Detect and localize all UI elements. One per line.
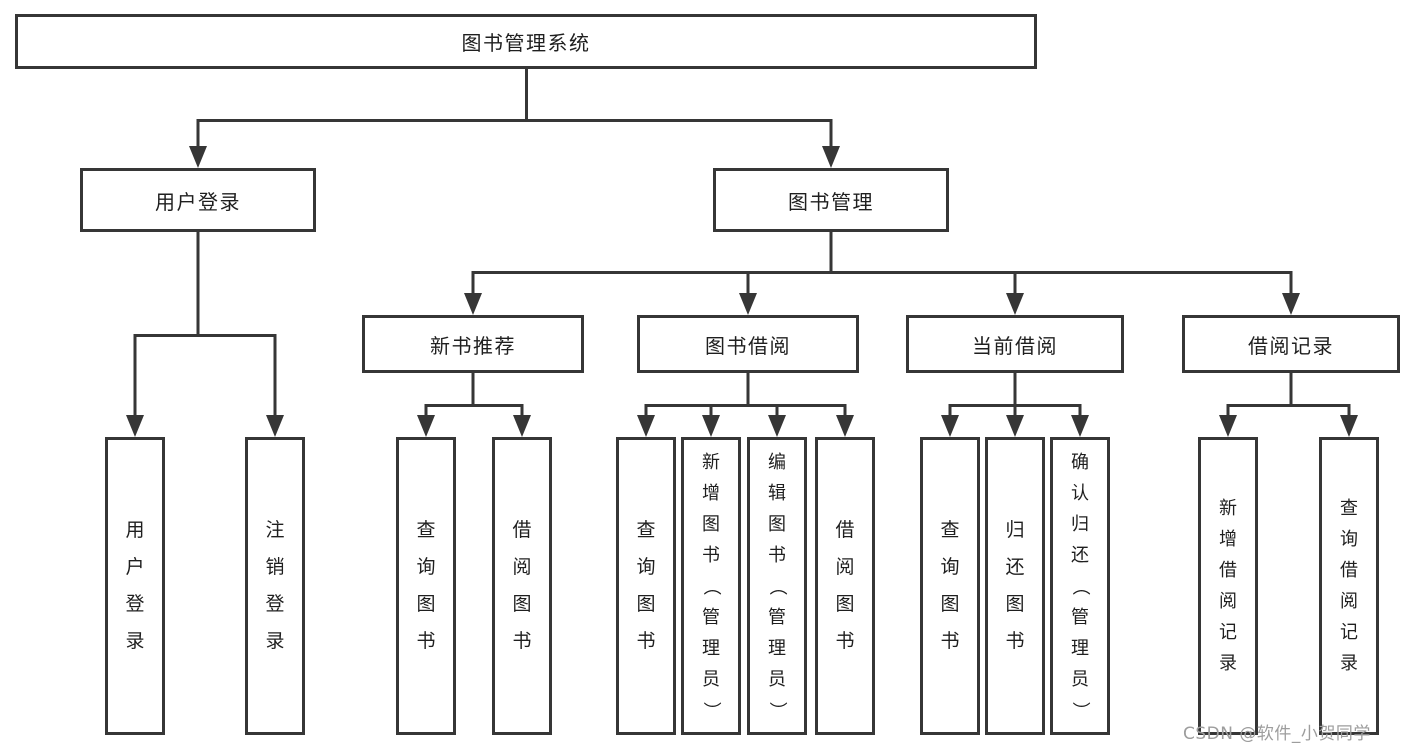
node-current-borrowing: 当前借阅 — [906, 315, 1124, 373]
node-label: 当前借阅 — [972, 333, 1058, 358]
leaf-label-char: 图 — [768, 513, 786, 535]
leaf-label-char: 录 — [125, 630, 145, 652]
leaf-label-char: 书 — [416, 630, 436, 652]
leaf-label-char: 员 — [702, 668, 720, 690]
leaf-label-char: 询 — [940, 556, 960, 578]
leaf-label-char: ） — [766, 701, 788, 719]
leaf-label-char: 登 — [265, 593, 285, 615]
leaf-label-char: 录 — [1340, 653, 1358, 674]
leaf-label-char: 理 — [768, 637, 786, 659]
node-label: 图书借阅 — [705, 333, 791, 358]
leaf-label-char: 还 — [1005, 556, 1025, 578]
node-book-management: 图书管理 — [713, 168, 949, 232]
leaf-label-char: 用 — [125, 519, 145, 541]
leaf-label-char: 书 — [835, 630, 855, 652]
leaf-label-char: 询 — [416, 556, 436, 578]
leaf-label-char: ） — [1069, 701, 1091, 719]
watermark: CSDN @软件_小贺同学 — [1183, 724, 1371, 744]
leaf-label-char: 查 — [940, 519, 960, 541]
leaf-label-char: 认 — [1071, 482, 1089, 504]
leaf-borrow-books-borrowing: 借阅图书 — [815, 437, 875, 735]
leaf-label-char: 确 — [1071, 451, 1089, 473]
leaf-label-char: 阅 — [1340, 591, 1358, 612]
leaf-label-char: 辑 — [768, 482, 786, 504]
leaf-label-char: 阅 — [835, 556, 855, 578]
leaf-query-books-recommend: 查询图书 — [396, 437, 456, 735]
leaf-confirm-return-admin: 确认归还 （ 管理员 ） — [1050, 437, 1110, 735]
leaf-label-char: 记 — [1340, 622, 1358, 643]
leaf-label-char: 借 — [1219, 560, 1237, 581]
node-label: 用户登录 — [155, 189, 241, 214]
leaf-query-borrow-record: 查询借阅记录 — [1319, 437, 1379, 735]
leaf-label-char: （ — [1069, 577, 1091, 595]
leaf-label-char: 书 — [636, 630, 656, 652]
leaf-label-char: 询 — [1340, 529, 1358, 550]
node-label: 新书推荐 — [430, 333, 516, 358]
leaf-label-char: 销 — [265, 556, 285, 578]
leaf-label-char: 图 — [940, 593, 960, 615]
leaf-label-char: 理 — [1071, 637, 1089, 659]
leaf-label-char: 图 — [1005, 593, 1025, 615]
leaf-label-char: 归 — [1071, 513, 1089, 535]
leaf-label-char: （ — [766, 577, 788, 595]
leaf-label-char: 询 — [636, 556, 656, 578]
leaf-label-char: 还 — [1071, 544, 1089, 566]
leaf-label-char: 书 — [940, 630, 960, 652]
leaf-label-char: 书 — [768, 544, 786, 566]
leaf-label-char: 登 — [125, 593, 145, 615]
leaf-add-borrow-record: 新增借阅记录 — [1198, 437, 1258, 735]
leaf-add-book-admin: 新增图书 （ 管理员 ） — [681, 437, 741, 735]
leaf-label-char: 查 — [416, 519, 436, 541]
leaf-query-books-current: 查询图书 — [920, 437, 980, 735]
node-book-borrowing: 图书借阅 — [637, 315, 859, 373]
leaf-label-char: 借 — [835, 519, 855, 541]
leaf-label-char: 借 — [512, 519, 532, 541]
leaf-label-char: 阅 — [1219, 591, 1237, 612]
leaf-label-char: 录 — [265, 630, 285, 652]
leaf-label-char: 编 — [768, 451, 786, 473]
leaf-label-char: 新 — [1219, 498, 1237, 519]
leaf-label-char: （ — [700, 577, 722, 595]
leaf-label-char: 增 — [1219, 529, 1237, 550]
leaf-label-char: 图 — [702, 513, 720, 535]
leaf-label-char: 员 — [1071, 668, 1089, 690]
leaf-return-books: 归还图书 — [985, 437, 1045, 735]
leaf-label-char: 管 — [768, 606, 786, 628]
leaf-label-char: 图 — [636, 593, 656, 615]
leaf-label-char: 新 — [702, 451, 720, 473]
node-borrowing-records: 借阅记录 — [1182, 315, 1400, 373]
leaf-label-char: 记 — [1219, 622, 1237, 643]
leaf-label-char: 管 — [1071, 606, 1089, 628]
leaf-label-char: 书 — [702, 544, 720, 566]
node-new-book-recommendation: 新书推荐 — [362, 315, 584, 373]
leaf-label-char: 管 — [702, 606, 720, 628]
leaf-label-char: 归 — [1005, 519, 1025, 541]
node-user-login: 用户登录 — [80, 168, 316, 232]
node-library-management-system: 图书管理系统 — [15, 14, 1037, 69]
leaf-label-char: 书 — [512, 630, 532, 652]
leaf-label-char: 借 — [1340, 560, 1358, 581]
leaf-label-char: 户 — [125, 556, 145, 578]
leaf-label-char: 理 — [702, 637, 720, 659]
node-label: 借阅记录 — [1248, 333, 1334, 358]
leaf-user-login: 用户登录 — [105, 437, 165, 735]
leaf-borrow-books-recommend: 借阅图书 — [492, 437, 552, 735]
leaf-label-char: 查 — [636, 519, 656, 541]
leaf-label-char: 阅 — [512, 556, 532, 578]
leaf-label-char: 书 — [1005, 630, 1025, 652]
leaf-label-char: ） — [700, 701, 722, 719]
leaf-label-char: 查 — [1340, 498, 1358, 519]
leaf-label-char: 员 — [768, 668, 786, 690]
leaf-label-char: 增 — [702, 482, 720, 504]
leaf-label-char: 注 — [265, 519, 285, 541]
leaf-label-char: 录 — [1219, 653, 1237, 674]
leaf-label-char: 图 — [512, 593, 532, 615]
leaf-logout: 注销登录 — [245, 437, 305, 735]
leaf-label-char: 图 — [835, 593, 855, 615]
leaf-edit-book-admin: 编辑图书 （ 管理员 ） — [747, 437, 807, 735]
node-label: 图书管理 — [788, 189, 874, 214]
leaf-label-char: 图 — [416, 593, 436, 615]
node-label: 图书管理系统 — [461, 31, 591, 55]
leaf-query-books-borrowing: 查询图书 — [616, 437, 676, 735]
